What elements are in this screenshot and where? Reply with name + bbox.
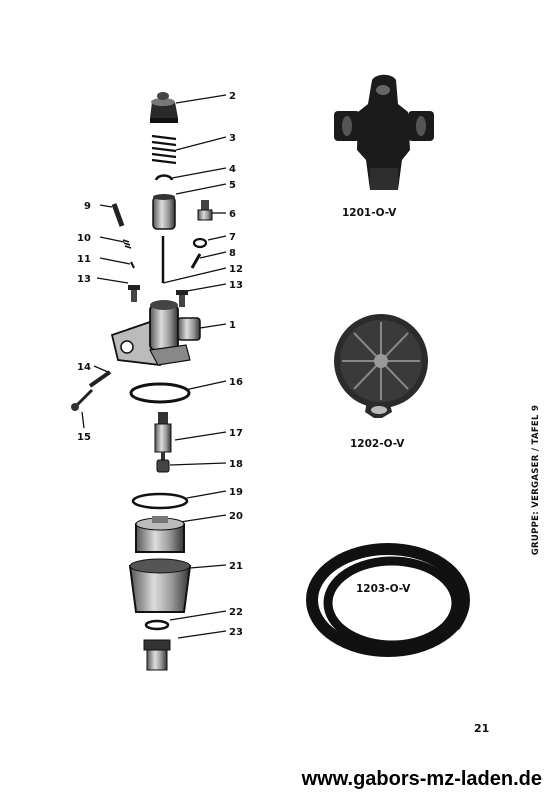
label-part-18: 18 xyxy=(229,459,243,470)
label-part-23: 23 xyxy=(229,627,243,638)
label-part-20: 20 xyxy=(229,511,243,522)
label-part-6: 6 xyxy=(229,209,236,220)
label-part-8: 8 xyxy=(229,248,236,259)
label-part-14: 14 xyxy=(77,362,91,373)
part-15-air-screw xyxy=(71,388,94,411)
label-part-5: 5 xyxy=(229,180,236,191)
part-number-labels: 2 3 4 5 6 7 8 12 13 1 9 10 11 13 14 15 1… xyxy=(77,91,243,638)
part-14-screw xyxy=(88,370,112,388)
label-part-17: 17 xyxy=(229,428,243,439)
part-10-small-spring xyxy=(122,239,132,249)
label-part-1: 1 xyxy=(229,320,236,331)
label-part-9: 9 xyxy=(84,201,91,212)
caption-hose: 1203-O-V xyxy=(356,583,411,595)
part-11-small-pin xyxy=(130,261,135,269)
part-17-needle-jet xyxy=(154,412,172,460)
label-part-16: 16 xyxy=(229,377,243,388)
part-8-pin xyxy=(190,253,202,269)
label-part-4: 4 xyxy=(229,164,236,175)
part-23-drain-plug xyxy=(143,639,171,671)
label-part-3: 3 xyxy=(229,133,236,144)
caption-filter: 1202-O-V xyxy=(350,438,405,450)
part-20-float xyxy=(135,516,185,553)
label-part-19: 19 xyxy=(229,487,243,498)
label-part-7: 7 xyxy=(229,232,236,243)
part-21-float-bowl xyxy=(128,558,192,613)
label-part-10: 10 xyxy=(77,233,91,244)
part-6-screw xyxy=(197,200,213,221)
air-filter-photo xyxy=(334,314,428,418)
label-part-13-right: 13 xyxy=(229,280,243,291)
website-link[interactable]: www.gabors-mz-laden.de xyxy=(301,768,542,790)
group-table-side-label: GRUPPE: VERGASER / TAFEL 9 xyxy=(531,404,541,556)
part-22-seal-ring xyxy=(144,619,170,631)
part-3-spring xyxy=(151,134,177,165)
part-7-washer xyxy=(192,237,208,249)
leader-lines xyxy=(81,94,227,639)
label-part-2: 2 xyxy=(229,91,236,102)
part-5-throttle-slide xyxy=(152,194,176,230)
part-16-gasket xyxy=(129,382,191,404)
label-part-15: 15 xyxy=(77,432,91,443)
carburetor-housing-photo xyxy=(334,74,434,190)
caption-housing: 1201-O-V xyxy=(342,207,397,219)
part-13-left-screw xyxy=(128,285,140,302)
label-part-11: 11 xyxy=(77,254,91,265)
page-number: 21 xyxy=(474,722,490,735)
part-19-gasket xyxy=(131,492,189,510)
label-part-12: 12 xyxy=(229,264,243,275)
part-1-carburetor-body xyxy=(110,300,201,366)
part-13-right-screw xyxy=(176,290,188,307)
part-2-cap-nut xyxy=(150,92,178,123)
label-part-13-left: 13 xyxy=(77,274,91,285)
part-18-main-jet xyxy=(156,459,170,473)
fuel-hose-photo xyxy=(306,543,470,657)
part-9-needle-valve xyxy=(111,203,125,227)
part-4-clip xyxy=(154,174,174,181)
label-part-21: 21 xyxy=(229,561,243,572)
label-part-22: 22 xyxy=(229,607,243,618)
